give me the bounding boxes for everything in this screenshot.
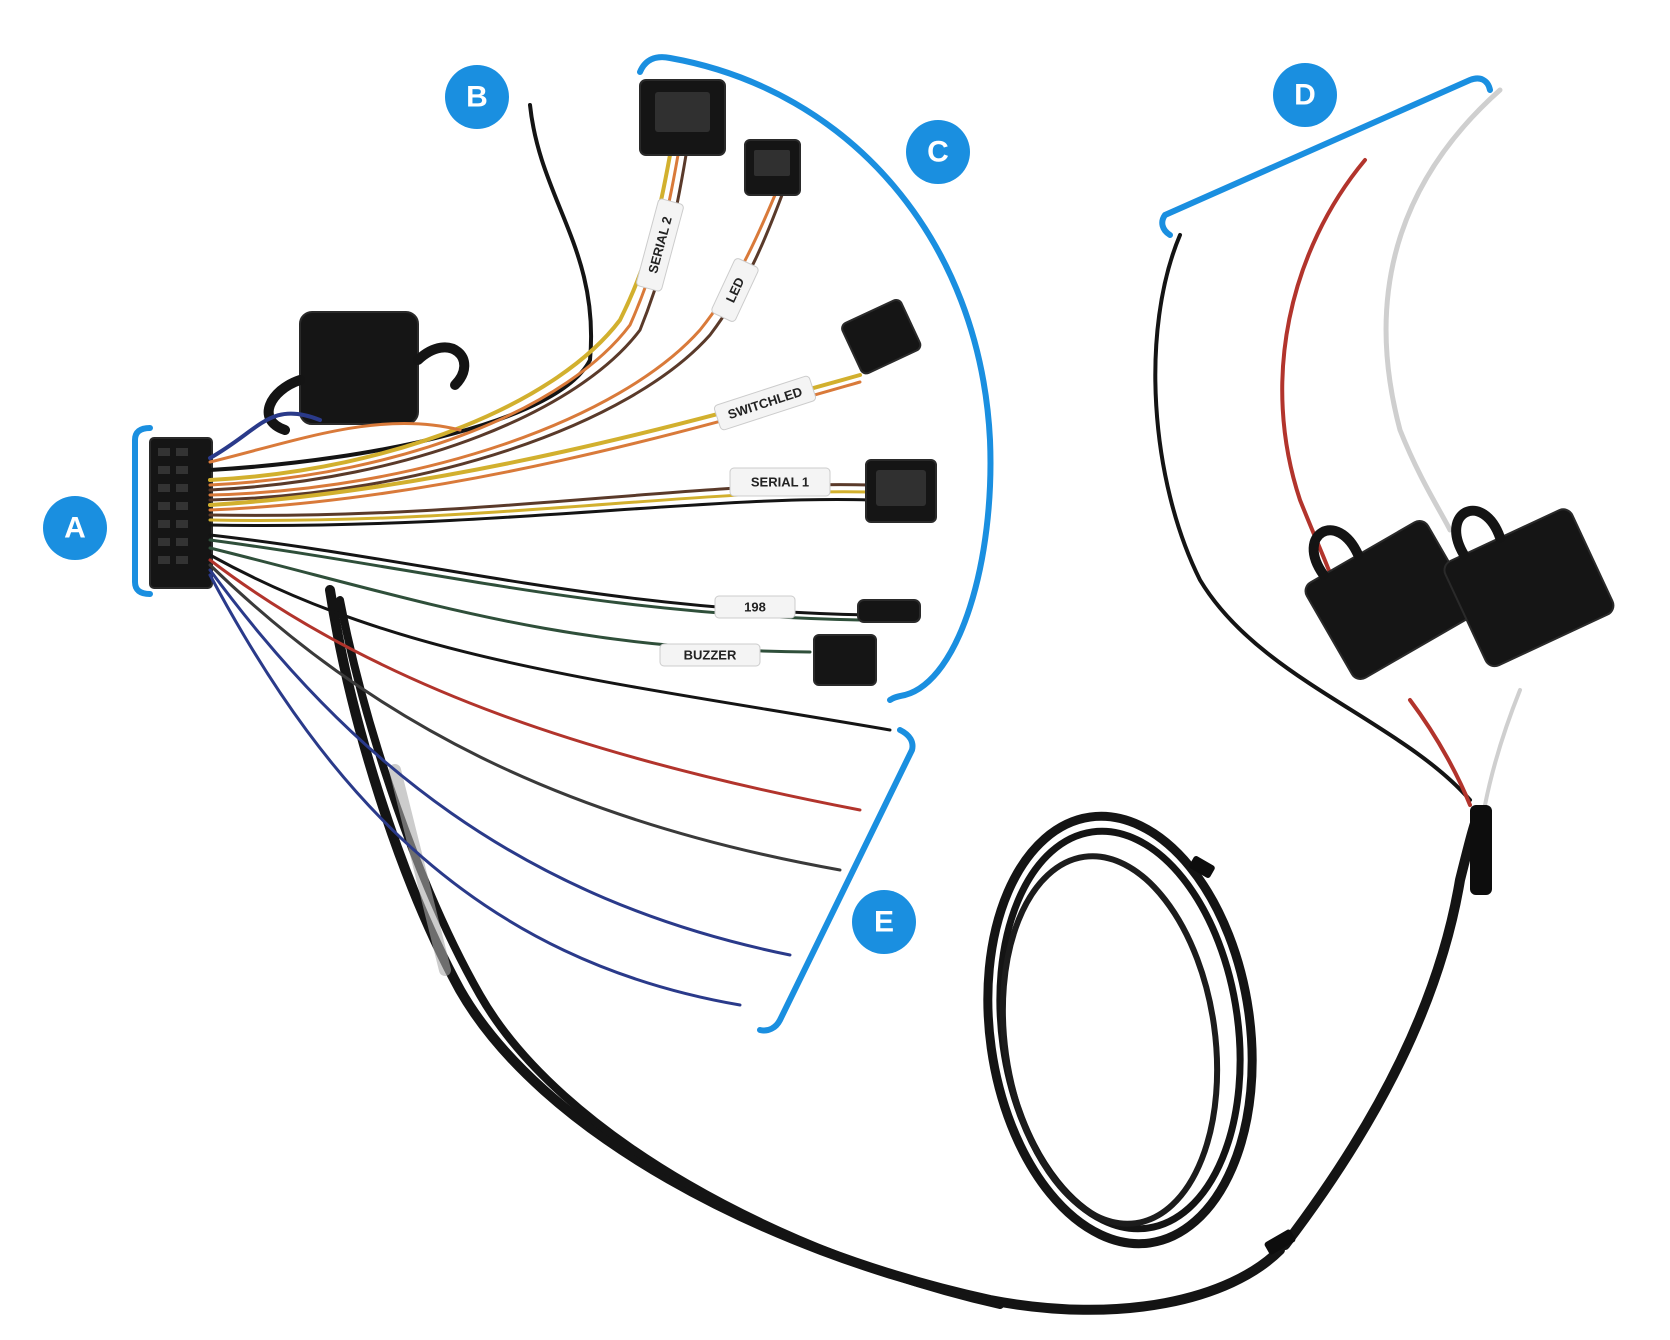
loose-leads-group: [208, 553, 892, 1007]
svg-text:A: A: [64, 512, 86, 545]
bracket-e: [757, 727, 916, 1034]
fuse-holder-red: [1304, 520, 1476, 680]
wire-label-buzzer: BUZZER: [659, 643, 761, 667]
connector-serial-1: [865, 459, 937, 523]
main-cable: [325, 585, 1285, 1315]
bracket-c: [637, 54, 994, 703]
wire-label-serial-1: SERIAL 1: [729, 467, 831, 497]
bracket-a: [132, 425, 153, 597]
connector-buzzer: [813, 634, 877, 686]
cable-coil: [983, 805, 1485, 1255]
svg-text:B: B: [466, 81, 488, 114]
wire-label-serial-2: SERIAL 2: [636, 198, 684, 292]
wire-label-198: 198: [714, 595, 796, 619]
bracket-d: [1159, 75, 1493, 238]
svg-text:SERIAL 1: SERIAL 1: [751, 475, 809, 490]
badge-d: D: [1273, 63, 1337, 127]
connector-led: [744, 139, 801, 196]
badge-a: A: [43, 496, 107, 560]
main-connector: [149, 437, 213, 589]
svg-text:D: D: [1294, 79, 1316, 112]
connector-switched: [841, 298, 922, 375]
svg-text:BUZZER: BUZZER: [684, 648, 737, 663]
badge-b: B: [445, 65, 509, 129]
power-leads-group: [1153, 87, 1522, 895]
wire-label-led: LED: [711, 258, 759, 322]
svg-text:C: C: [927, 136, 949, 169]
connector-198: [857, 599, 921, 623]
fuse-holder-white: [1443, 505, 1615, 668]
badge-c: C: [906, 120, 970, 184]
wire-label-switched: SWITCHLED: [713, 375, 817, 431]
connector-serial-2: [639, 79, 726, 156]
badge-e: E: [852, 890, 916, 954]
svg-text:198: 198: [744, 600, 766, 615]
svg-text:E: E: [874, 906, 894, 939]
inline-fuse-holder: [263, 311, 470, 435]
